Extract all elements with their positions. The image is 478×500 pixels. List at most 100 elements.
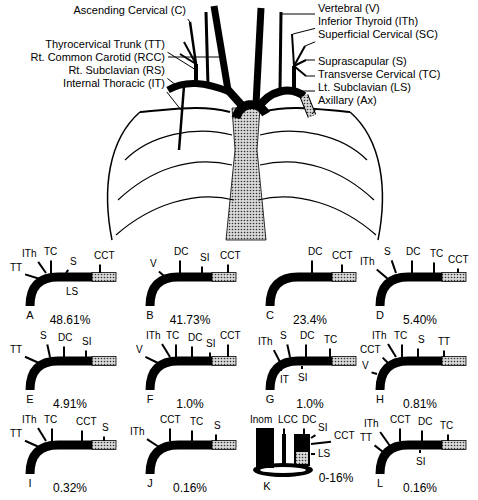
branch-vessel — [305, 345, 307, 358]
branch-vessel — [63, 347, 65, 358]
percentage: 41.73% — [170, 314, 211, 328]
leader-line — [306, 76, 315, 77]
branch-vessel — [191, 431, 193, 442]
branch-label: TT — [360, 432, 372, 444]
rib — [116, 197, 234, 235]
stippled-segment — [304, 96, 312, 116]
artery-vessel — [256, 8, 261, 104]
leader-line — [302, 91, 315, 92]
branch-label: TC — [44, 414, 57, 426]
branch-vessel — [175, 345, 177, 358]
vessel-figure — [30, 273, 116, 307]
branch-label: SI — [298, 372, 307, 384]
artery-vessel — [280, 12, 281, 90]
branch-vessel — [433, 263, 435, 274]
rib — [258, 197, 376, 235]
panel-letter: L — [377, 477, 383, 490]
branch-vessel — [191, 347, 193, 358]
percentage: 0.16% — [173, 482, 207, 496]
branch-vessel — [145, 357, 158, 363]
branch-vessel — [47, 344, 50, 357]
branch-label: CCT — [160, 414, 181, 426]
percentage: 48.61% — [50, 314, 91, 328]
branch-label: V — [362, 360, 369, 372]
branch-label: SI — [82, 336, 91, 348]
vessel-figure — [150, 273, 236, 307]
artery-label: Internal Thoracic (IT) — [63, 77, 165, 90]
panel-letter: B — [146, 309, 153, 322]
branch-label: TC — [44, 246, 57, 258]
branch-vessel — [419, 450, 421, 453]
branch-label: S — [70, 256, 77, 268]
branch-vessel — [169, 429, 171, 442]
branch-label: TC — [166, 330, 179, 342]
leader-line — [305, 42, 315, 46]
branch-vessel — [380, 432, 390, 446]
branch-vessel — [38, 428, 46, 441]
branch-label: TC — [430, 248, 443, 260]
artery-label: Rt. Subclavian (RS) — [68, 64, 165, 77]
panel-letter: E — [26, 393, 33, 406]
artery-label: Lt. Subclavian (LS) — [318, 81, 411, 94]
branch-label: CCT — [448, 254, 469, 266]
branch-label: TC — [324, 334, 337, 346]
rib — [118, 162, 232, 200]
leader-line — [167, 78, 176, 85]
branch-vessel — [274, 350, 280, 362]
branch-vessel — [377, 269, 388, 279]
branch-label: TC — [440, 420, 453, 432]
branch-vessel — [25, 274, 40, 279]
panel-letter: G — [266, 393, 275, 406]
branch-label: CCT — [360, 344, 381, 356]
branch-vessel — [179, 261, 181, 274]
artery-label: Ascending Cervical (C) — [74, 4, 186, 17]
vessel-figure — [30, 441, 116, 475]
panel-letter: H — [376, 393, 384, 406]
branch-label: S — [40, 330, 47, 342]
panel-letter: J — [147, 477, 153, 490]
branch-vessel — [25, 441, 39, 447]
sternum — [226, 108, 266, 240]
branch-label: SI — [416, 456, 425, 468]
branch-vessel — [311, 261, 313, 274]
branch-vessel — [38, 262, 46, 273]
branch-vessel — [201, 267, 203, 274]
branch-label: S — [102, 422, 109, 434]
branch-label: TT — [10, 428, 22, 440]
branch-label: CCT — [220, 330, 241, 342]
branch-vessel — [301, 366, 303, 369]
vessel-figure — [30, 357, 116, 391]
branch-vessel — [388, 344, 396, 357]
branch-vessel — [311, 442, 331, 444]
leader-line — [188, 19, 190, 22]
branch-vessel — [447, 435, 449, 442]
branch-label: S — [418, 334, 425, 346]
rib — [260, 162, 374, 200]
branch-vessel — [457, 269, 459, 274]
vessel-figure — [253, 428, 313, 477]
branch-label: ITh — [22, 248, 36, 260]
artery-vessel — [206, 12, 208, 86]
percentage: 4.91% — [53, 398, 87, 412]
branch-vessel — [401, 345, 403, 358]
branch-vessel — [329, 349, 331, 358]
stippled-segment — [296, 452, 308, 464]
branch-label: CCT — [76, 416, 97, 428]
artery-vessel — [228, 90, 246, 110]
branch-label: S — [384, 246, 391, 258]
artery-vessel — [282, 434, 286, 466]
branch-label: ITh — [364, 418, 378, 430]
panel-letter: F — [147, 393, 154, 406]
panel-letter: I — [28, 477, 31, 490]
branch-vessel — [81, 431, 83, 442]
leader-line — [167, 92, 181, 110]
branch-vessel — [311, 453, 315, 455]
branch-label: CCT — [94, 250, 115, 262]
panel-letter: D — [376, 309, 384, 322]
branch-vessel — [287, 344, 290, 357]
branch-label: SI — [200, 252, 209, 264]
branch-label: TT — [10, 344, 22, 356]
branch-label: ITh — [22, 414, 36, 426]
percentage: 0.81% — [403, 398, 437, 412]
branch-label: TT — [10, 262, 22, 274]
